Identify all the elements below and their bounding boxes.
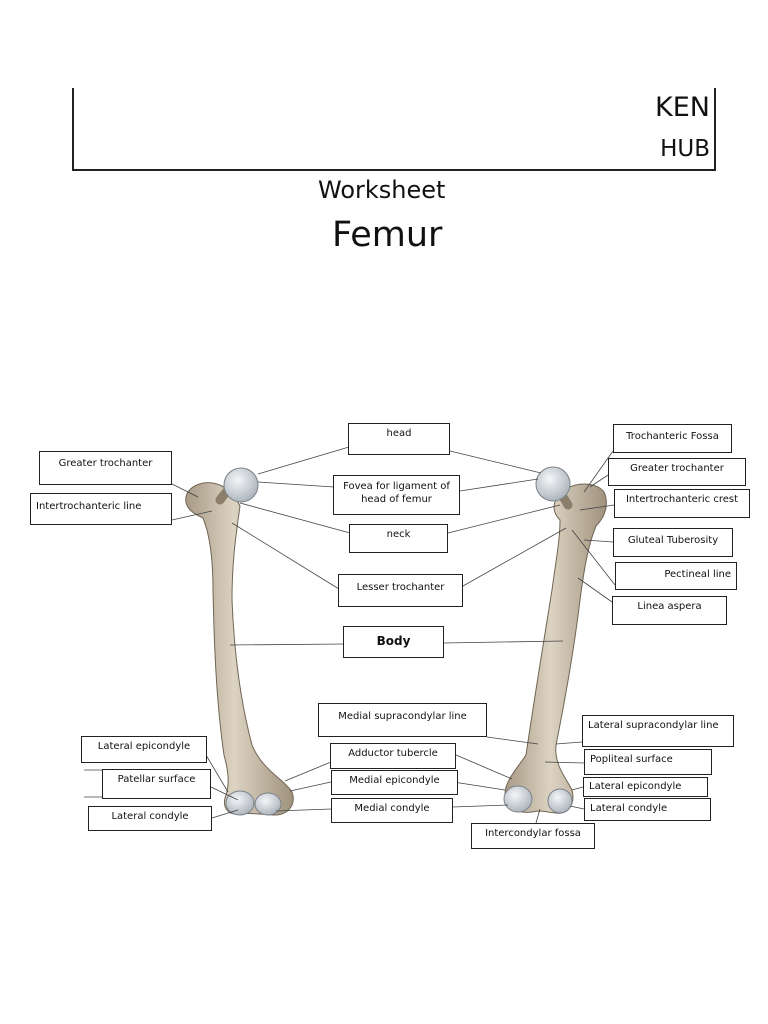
label-left-lateral-epicondyle: Lateral epicondyle [81,736,207,763]
label-head: head [348,423,450,455]
left-femur-anterior [185,467,294,816]
label-right-trochanteric-fossa: Trochanteric Fossa [613,424,732,453]
label-lesser-trochanter: Lesser trochanter [338,574,463,607]
leader-lines [84,446,616,824]
label-left-intertrochanteric-line: Intertrochanteric line [30,493,172,525]
label-right-pectineal-line: Pectineal line [615,562,737,590]
left-femur-head [223,467,259,503]
label-right-lateral-condyle: Lateral condyle [584,798,711,821]
brand-name-line2: HUB [660,136,710,162]
label-medial-supracondylar-line: Medial supracondylar line [318,703,487,737]
label-intercondylar-fossa: Intercondylar fossa [471,823,595,849]
label-right-lateral-epicondyle: Lateral epicondyle [583,777,708,797]
label-medial-epicondyle: Medial epicondyle [331,770,458,795]
label-neck: neck [349,524,448,553]
right-femur-shaft [504,483,607,814]
label-medial-condyle: Medial condyle [331,798,453,823]
worksheet-title: Worksheet [318,176,446,204]
right-femur-posterior [503,466,607,814]
right-femur-head [535,466,571,502]
label-right-greater-trochanter: Greater trochanter [608,458,746,486]
label-adductor-tubercle: Adductor tubercle [330,743,456,769]
brand-name-line1: KEN [655,92,710,123]
left-femur-shaft [185,482,294,816]
label-right-intertrochanteric-crest: Intertrochanteric crest [614,489,750,518]
label-right-linea-aspera: Linea aspera [612,596,727,625]
label-right-gluteal-tuberosity: Gluteal Tuberosity [613,528,733,557]
worksheet-subject: Femur [332,215,443,255]
label-left-greater-trochanter: Greater trochanter [39,451,172,485]
label-fovea: Fovea for ligament of head of femur [333,475,460,515]
header-box: KEN HUB [72,88,716,171]
label-left-patellar-surface: Patellar surface [102,769,211,799]
label-body: Body [343,626,444,658]
label-right-lateral-supracondylar-line: Lateral supracondylar line [582,715,734,747]
label-right-popliteal-surface: Popliteal surface [584,749,712,775]
label-left-lateral-condyle: Lateral condyle [88,806,212,831]
